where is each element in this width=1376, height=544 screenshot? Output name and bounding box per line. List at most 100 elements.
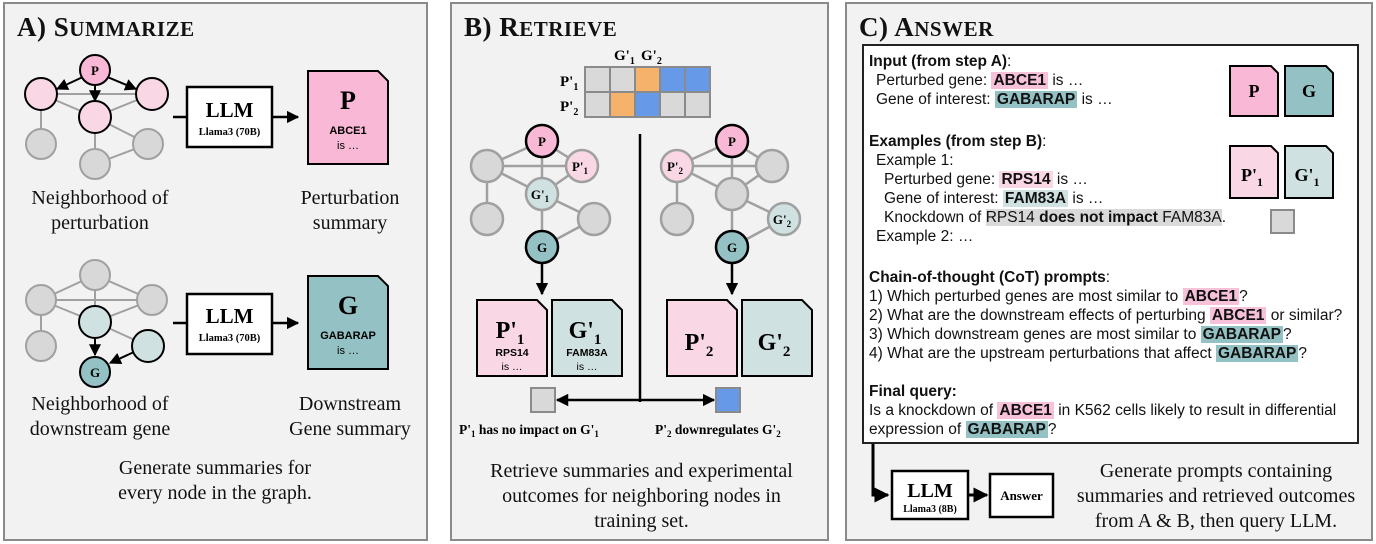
matrix-cell-down (634, 91, 661, 118)
panel-summarize: A) SUMMARIZE (3, 2, 428, 541)
perturbation-node (714, 123, 750, 159)
doc-text: is … (337, 140, 359, 152)
downstream-node-label: G (90, 365, 100, 380)
graph-node (25, 284, 57, 316)
downstream-gene-node (79, 356, 111, 388)
retrieved-gene-doc (741, 299, 813, 377)
panel-a-title: A) SUMMARIZE (17, 12, 195, 42)
highlight-gene: GABARAP (994, 91, 1078, 108)
neighbor-node (24, 77, 58, 111)
graph-node (25, 128, 57, 160)
highlight-gene: FAM83A (1002, 190, 1069, 207)
panel-answer: C) ANSWER Input (from step A): Perturbed… (845, 2, 1373, 541)
perturbation-node (524, 123, 560, 159)
retrieved-gene-doc (551, 299, 623, 377)
doc-gene: ABCE1 (329, 125, 366, 137)
llm-model-label: Llama3 (70B) (199, 127, 261, 138)
example-1-label: Example 1: (876, 152, 954, 169)
matrix-row-label-p2: P'2 (560, 99, 578, 118)
doc-gene: RPS14 (495, 347, 528, 359)
directed-edge (55, 75, 86, 90)
input-gene-of-interest-line: Gene of interest: GABARAP is … (876, 91, 1113, 108)
retrieved-gene-node (524, 176, 560, 212)
node-label: P'2 (667, 159, 684, 176)
directed-edge (108, 351, 135, 364)
example-knockdown-line: Knockdown of RPS14 does not impact FAM83… (884, 209, 1227, 226)
llm-box-70b-2 (185, 292, 274, 356)
cot-question-1: 1) Which perturbed genes are most simila… (869, 288, 1248, 305)
doc-gene: FAM83A (566, 347, 608, 359)
matrix-cell-none (584, 66, 611, 93)
matrix-row-label-p1: P'1 (560, 74, 578, 93)
matrix-column-labels: G'1 G'2 (614, 48, 662, 67)
graph-node (469, 148, 505, 184)
matrix-col-label-g2: G'2 (641, 48, 662, 67)
panel-c-title: C) ANSWER (859, 12, 994, 42)
label-perturbation-summary: Perturbation summary (300, 187, 400, 234)
answer-box (988, 472, 1055, 519)
node-label: G (537, 240, 547, 255)
input-perturbed-gene-line: Perturbed gene: ABCE1 is … (876, 72, 1084, 89)
neighbor-node (78, 305, 112, 339)
matrix-cell-down (659, 66, 686, 93)
doc-letter: G (1302, 81, 1316, 101)
right-neighborhood-graph: P G P'2 G'2 (659, 123, 802, 265)
neighbor-node (135, 77, 169, 111)
cot-question-3: 3) Which downstream genes are most simil… (869, 326, 1292, 343)
node-label: G'2 (773, 212, 792, 229)
graph-node (79, 259, 111, 291)
matrix-cell-up (609, 91, 636, 118)
directed-edge (104, 75, 138, 91)
llm-model-label: Llama3 (70B) (199, 333, 261, 344)
llm-label: LLM (206, 98, 254, 122)
graph-node (25, 330, 57, 362)
panel-a-caption: Generate summaries for every node in the… (118, 457, 312, 504)
matrix-row-labels: P'1 P'2 (560, 74, 578, 118)
doc-letter: G'1 (569, 318, 602, 348)
retrieved-perturbation-doc (666, 299, 738, 377)
input-heading: Input (from step A): (869, 53, 1012, 70)
cot-question-2: 2) What are the downstream effects of pe… (869, 307, 1343, 324)
neighbor-node (131, 329, 165, 363)
example-gene-of-interest-line: Gene of interest: FAM83A is … (884, 190, 1104, 207)
cot-question-4: 4) What are the upstream perturbations t… (869, 345, 1307, 362)
outcome-matrix (584, 66, 711, 118)
downstream-gene-node (714, 229, 750, 265)
llm-label: LLM (907, 480, 953, 502)
node-label: G'1 (531, 187, 550, 204)
doc-letter: G (338, 291, 358, 320)
doc-text: is … (577, 361, 598, 373)
matrix-cell-none (684, 91, 711, 118)
doc-letter: P'1 (1241, 165, 1263, 189)
perturbation-node (79, 54, 111, 86)
final-query-line-2: expression of GABARAP? (869, 421, 1057, 438)
final-query-line-1: Is a knockdown of ABCE1 in K562 cells li… (869, 402, 1337, 419)
node-label: P'1 (572, 159, 589, 176)
panel-c-graphics: P G P'1 G'1 LLM Llama3 (8B) Answer (871, 65, 1334, 521)
doc-gene: GABARAP (320, 330, 376, 342)
final-query-heading: Final query: (869, 383, 957, 400)
node-label: G (727, 240, 737, 255)
panel-b-caption: Retrieve summaries and experimental outc… (490, 460, 793, 532)
example-perturbed-gene-line: Perturbed gene: RPS14 is … (884, 171, 1088, 188)
downstream-neighborhood-graph: G (25, 259, 168, 388)
flow-arrow (871, 444, 890, 503)
panel-b-title: B) RETRIEVE (464, 12, 618, 42)
graph-node (659, 201, 695, 237)
example-2-label: Example 2: … (876, 228, 974, 245)
matrix-cell-up (634, 66, 661, 93)
doc-letter: P (340, 86, 356, 115)
panel-a-graphics: P LLM Llama3 (70B) P ABCE1 is … (24, 54, 389, 388)
retrieved-perturbation-doc (476, 299, 548, 377)
answer-label: Answer (1000, 488, 1043, 503)
label-neighborhood-downstream: Neighborhood of downstream gene (29, 393, 171, 440)
perturbation-neighborhood-graph: P (24, 54, 169, 180)
graph-node (714, 176, 750, 212)
node-label: P (728, 134, 736, 149)
graph-node (132, 128, 164, 160)
retrieved-perturbation-doc-icon (1229, 145, 1279, 199)
matrix-cell-down (684, 66, 711, 93)
doc-text: is … (337, 345, 359, 357)
label-downstream-summary: Downstream Gene summary (289, 393, 411, 440)
llm-label: LLM (206, 304, 254, 328)
